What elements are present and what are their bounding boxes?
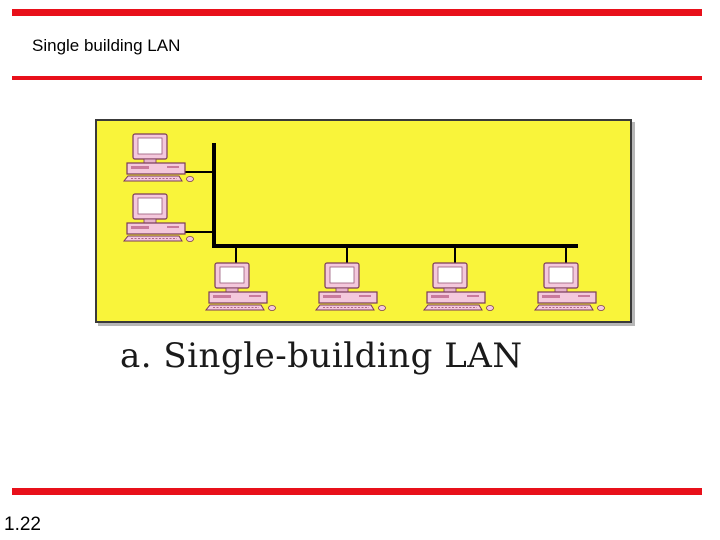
desktop-computer-icon: [206, 263, 276, 311]
lan-diagram: [95, 119, 632, 323]
desktop-computer-icon: [535, 263, 605, 311]
desktop-computer-icon: [124, 194, 194, 242]
title-underline-rule: [12, 76, 702, 80]
bottom-red-rule: [12, 488, 702, 495]
desktop-computer-icon: [424, 263, 494, 311]
top-red-rule: [12, 9, 702, 16]
slide-title: Single building LAN: [32, 36, 180, 56]
slide-number: 1.22: [4, 514, 41, 536]
figure-caption: a. Single-building LAN: [120, 336, 523, 376]
lan-diagram-canvas: [97, 121, 630, 321]
desktop-computer-icon: [124, 134, 194, 182]
desktop-computer-icon: [316, 263, 386, 311]
